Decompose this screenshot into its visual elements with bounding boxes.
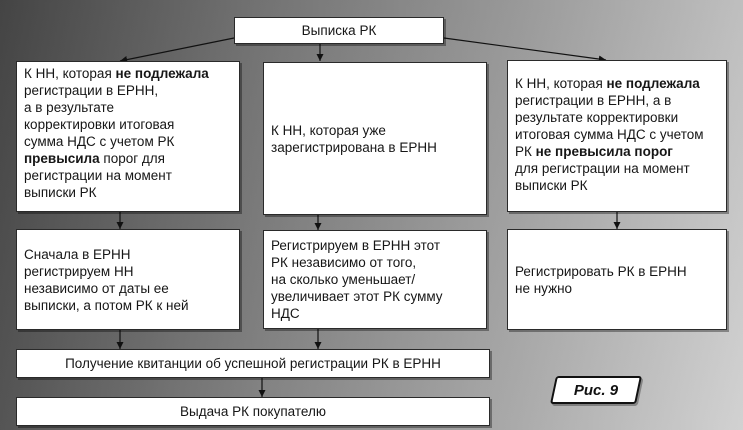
branch-left-box: К НН, которая не подлежала регистрации в… — [16, 61, 240, 212]
result-left-box: Сначала в ЕРНН регистрируем НН независим… — [16, 229, 240, 330]
result-left-text: Сначала в ЕРНН регистрируем НН независим… — [24, 246, 189, 313]
figure-label-badge: Рис. 9 — [550, 376, 642, 404]
result-middle-text: Регистрируем в ЕРНН этот РК независимо о… — [271, 238, 443, 321]
arrow-top-to-right — [443, 37, 607, 63]
top-box: Выписка РК — [234, 17, 444, 44]
top-box-text: Выписка РК — [301, 23, 377, 38]
issue-box-text: Выдача РК покупателю — [180, 404, 326, 419]
branch-right-box: К НН, которая не подлежала регистрации в… — [507, 60, 727, 212]
arrow-top-to-left — [119, 37, 235, 64]
receipt-box-text: Получение квитанции об успешной регистра… — [65, 356, 441, 371]
figure-label-text: Рис. 9 — [573, 381, 619, 399]
issue-box: Выдача РК покупателю — [16, 397, 490, 426]
branch-middle-box: К НН, которая уже зарегистрирована в ЕРН… — [263, 62, 487, 215]
result-middle-box: Регистрируем в ЕРНН этот РК независимо о… — [263, 230, 487, 329]
result-right-box: Регистрировать РК в ЕРНН не нужно — [507, 229, 727, 330]
branch-middle-text: К НН, которая уже зарегистрирована в ЕРН… — [271, 122, 437, 155]
receipt-box: Получение квитанции об успешной регистра… — [16, 349, 490, 378]
result-right-text: Регистрировать РК в ЕРНН не нужно — [515, 263, 687, 296]
